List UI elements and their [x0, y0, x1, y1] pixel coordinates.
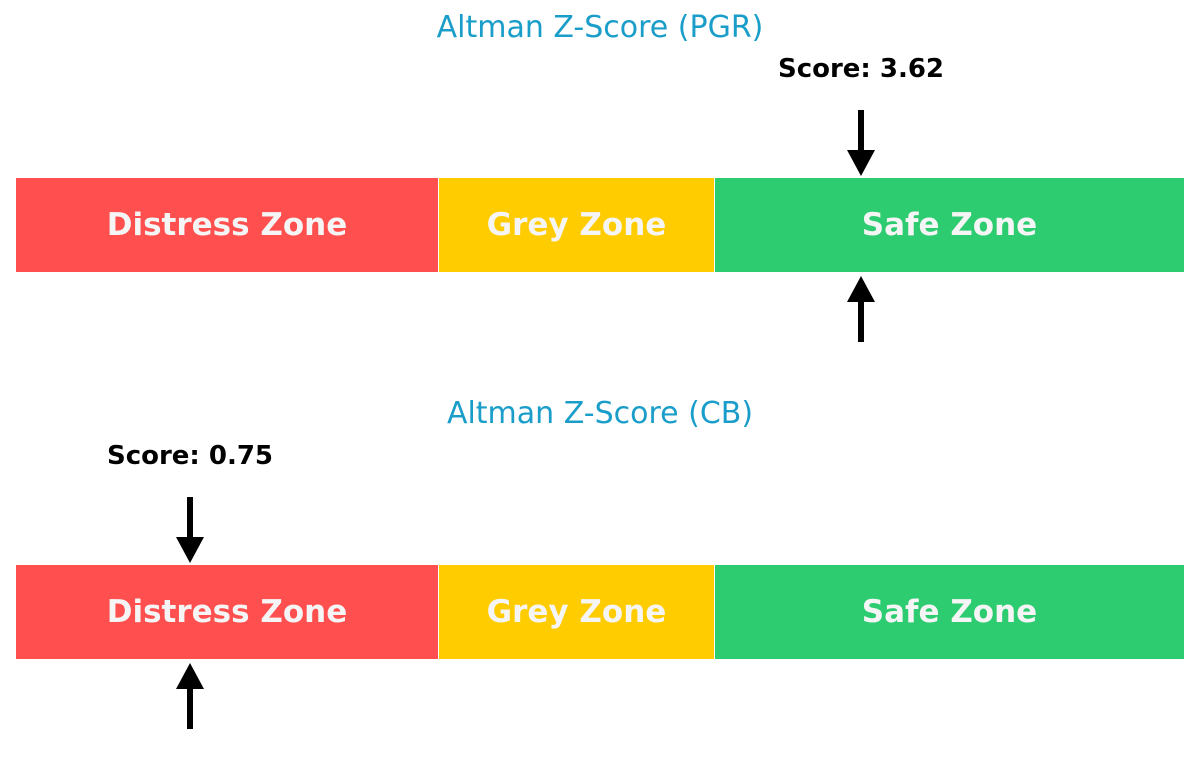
zone-bar-pgr: Distress Zone Grey Zone Safe Zone: [16, 178, 1184, 272]
arrow-up-icon: [176, 663, 204, 729]
zone-bar-cb: Distress Zone Grey Zone Safe Zone: [16, 565, 1184, 659]
arrow-down-icon: [847, 110, 875, 176]
distress-zone: Distress Zone: [16, 565, 438, 659]
safe-zone: Safe Zone: [715, 565, 1184, 659]
score-label-cb: Score: 0.75: [106, 441, 274, 471]
grey-zone: Grey Zone: [439, 178, 714, 272]
distress-zone: Distress Zone: [16, 178, 438, 272]
arrow-down-icon: [176, 497, 204, 563]
score-label-pgr: Score: 3.62: [777, 54, 945, 84]
safe-zone: Safe Zone: [715, 178, 1184, 272]
grey-zone: Grey Zone: [439, 565, 714, 659]
chart-title-cb: Altman Z-Score (CB): [446, 396, 754, 431]
arrow-up-icon: [847, 276, 875, 342]
chart-title-pgr: Altman Z-Score (PGR): [436, 10, 764, 45]
